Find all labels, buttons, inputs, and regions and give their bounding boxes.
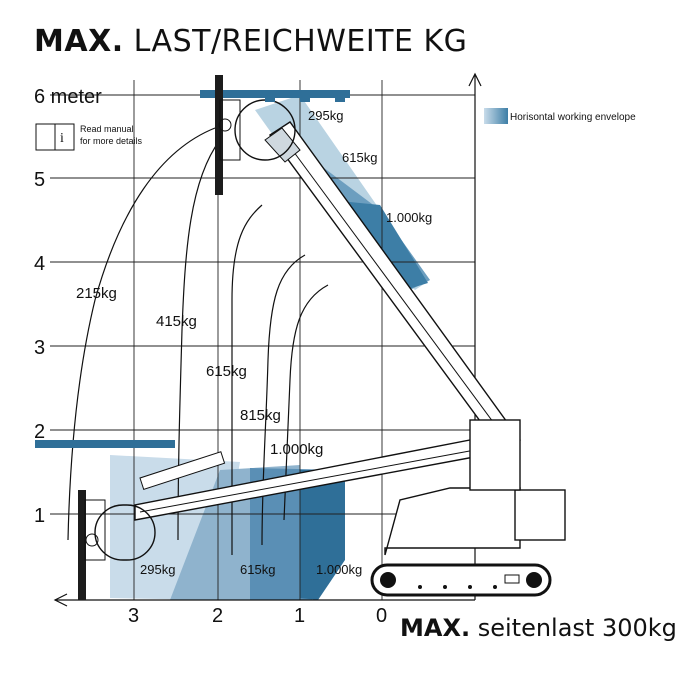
crane-base [370, 419, 566, 597]
y-axis-labels: 1 2 3 4 5 6 meter [34, 86, 102, 527]
info-icon: i [35, 123, 75, 151]
y-tick-1: 1 [34, 505, 45, 527]
legend: Horisontal working envelope [484, 108, 636, 124]
max-side-load: MAX. seitenlast 300kg [400, 614, 677, 642]
boom-raised [234, 99, 521, 457]
legend-swatch [484, 108, 508, 124]
lower-load-615: 615kg [240, 562, 275, 577]
working-envelope-upper [255, 95, 430, 290]
x-tick-0: 0 [376, 605, 387, 627]
upper-load-labels: 295kg 615kg 1.000kg [308, 108, 432, 225]
vacuum-lifter-top [200, 75, 350, 195]
lower-load-295: 295kg [140, 562, 175, 577]
subtitle-rest: seitenlast 300kg [477, 614, 677, 642]
y-tick-6: 6 meter [34, 86, 102, 108]
curve-load-215: 215kg [76, 285, 117, 302]
lower-load-1000: 1.000kg [316, 562, 362, 577]
curve-load-415: 415kg [156, 313, 197, 330]
x-tick-3: 3 [128, 605, 139, 627]
upper-load-1000: 1.000kg [386, 210, 432, 225]
svg-text:i: i [60, 131, 64, 146]
manual-line2: for more details [80, 136, 143, 146]
curve-load-labels: 215kg 415kg 615kg 815kg 1.000kg [76, 285, 323, 458]
vacuum-lifter-lower [35, 440, 175, 600]
subtitle-bold: MAX. [400, 614, 471, 642]
y-tick-5: 5 [34, 169, 45, 191]
lower-load-labels: 295kg 615kg 1.000kg [140, 562, 362, 577]
chart-title: MAX. LAST/REICHWEITE KG [34, 24, 467, 59]
x-tick-1: 1 [294, 605, 305, 627]
title-rest: LAST/REICHWEITE KG [133, 24, 468, 59]
y-tick-4: 4 [34, 253, 45, 275]
legend-label: Horisontal working envelope [510, 112, 636, 123]
read-manual-note: i Read manual for more details [35, 123, 143, 151]
y-tick-3: 3 [34, 337, 45, 359]
manual-line1: Read manual [80, 124, 134, 134]
upper-load-295: 295kg [308, 108, 343, 123]
working-envelope-lower [110, 455, 345, 600]
curve-load-1000: 1.000kg [270, 441, 323, 458]
curve-load-615: 615kg [206, 363, 247, 380]
title-bold: MAX. [34, 24, 124, 59]
y-tick-2: 2 [34, 421, 45, 443]
x-axis-labels: 3 2 1 0 [128, 605, 387, 627]
load-chart-diagram: 1 2 3 4 5 6 meter 3 2 1 0 i Read manual … [34, 72, 636, 627]
curve-load-815: 815kg [240, 407, 281, 424]
x-tick-2: 2 [212, 605, 223, 627]
upper-load-615: 615kg [342, 150, 377, 165]
